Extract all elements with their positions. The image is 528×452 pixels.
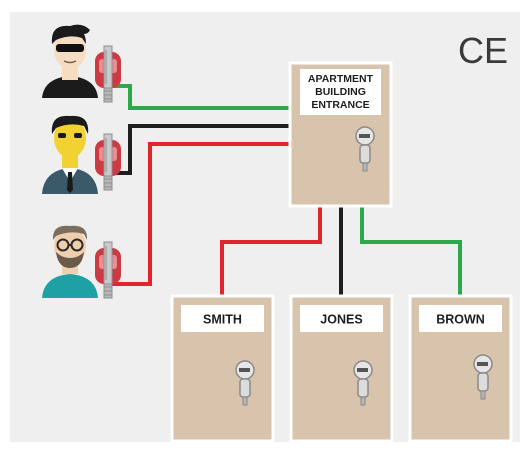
apartment-label-jones: JONES	[320, 313, 362, 327]
apartment-label-smith: SMITH	[203, 313, 242, 327]
person-with-sunglasses-icon	[42, 24, 98, 98]
apartment-label-brown: BROWN	[436, 313, 485, 327]
apartment-door-jones: JONES	[289, 294, 394, 443]
green-wire	[108, 84, 292, 110]
red-wire	[108, 142, 292, 286]
apartment-door-smith: SMITH	[170, 294, 275, 443]
person-with-glasses-and-beard-icon	[42, 225, 98, 298]
black-wire	[108, 124, 292, 175]
person-with-tie-icon	[42, 115, 98, 194]
ce-mark: CE	[458, 30, 508, 71]
entrance-door: APARTMENT BUILDING ENTRANCE	[288, 61, 393, 208]
entrance-label-line-1: APARTMENT	[308, 73, 374, 85]
apartment-door-brown: BROWN	[408, 294, 513, 443]
wiring	[108, 84, 462, 298]
green-wire-to-brown	[360, 205, 462, 298]
entrance-label-line-2: BUILDING	[315, 86, 366, 98]
key-icon	[94, 133, 122, 191]
entrance-label-line-3: ENTRANCE	[311, 99, 369, 111]
master-key-icon	[94, 45, 122, 103]
key-icon	[94, 241, 122, 299]
red-wire-to-smith	[220, 205, 322, 298]
